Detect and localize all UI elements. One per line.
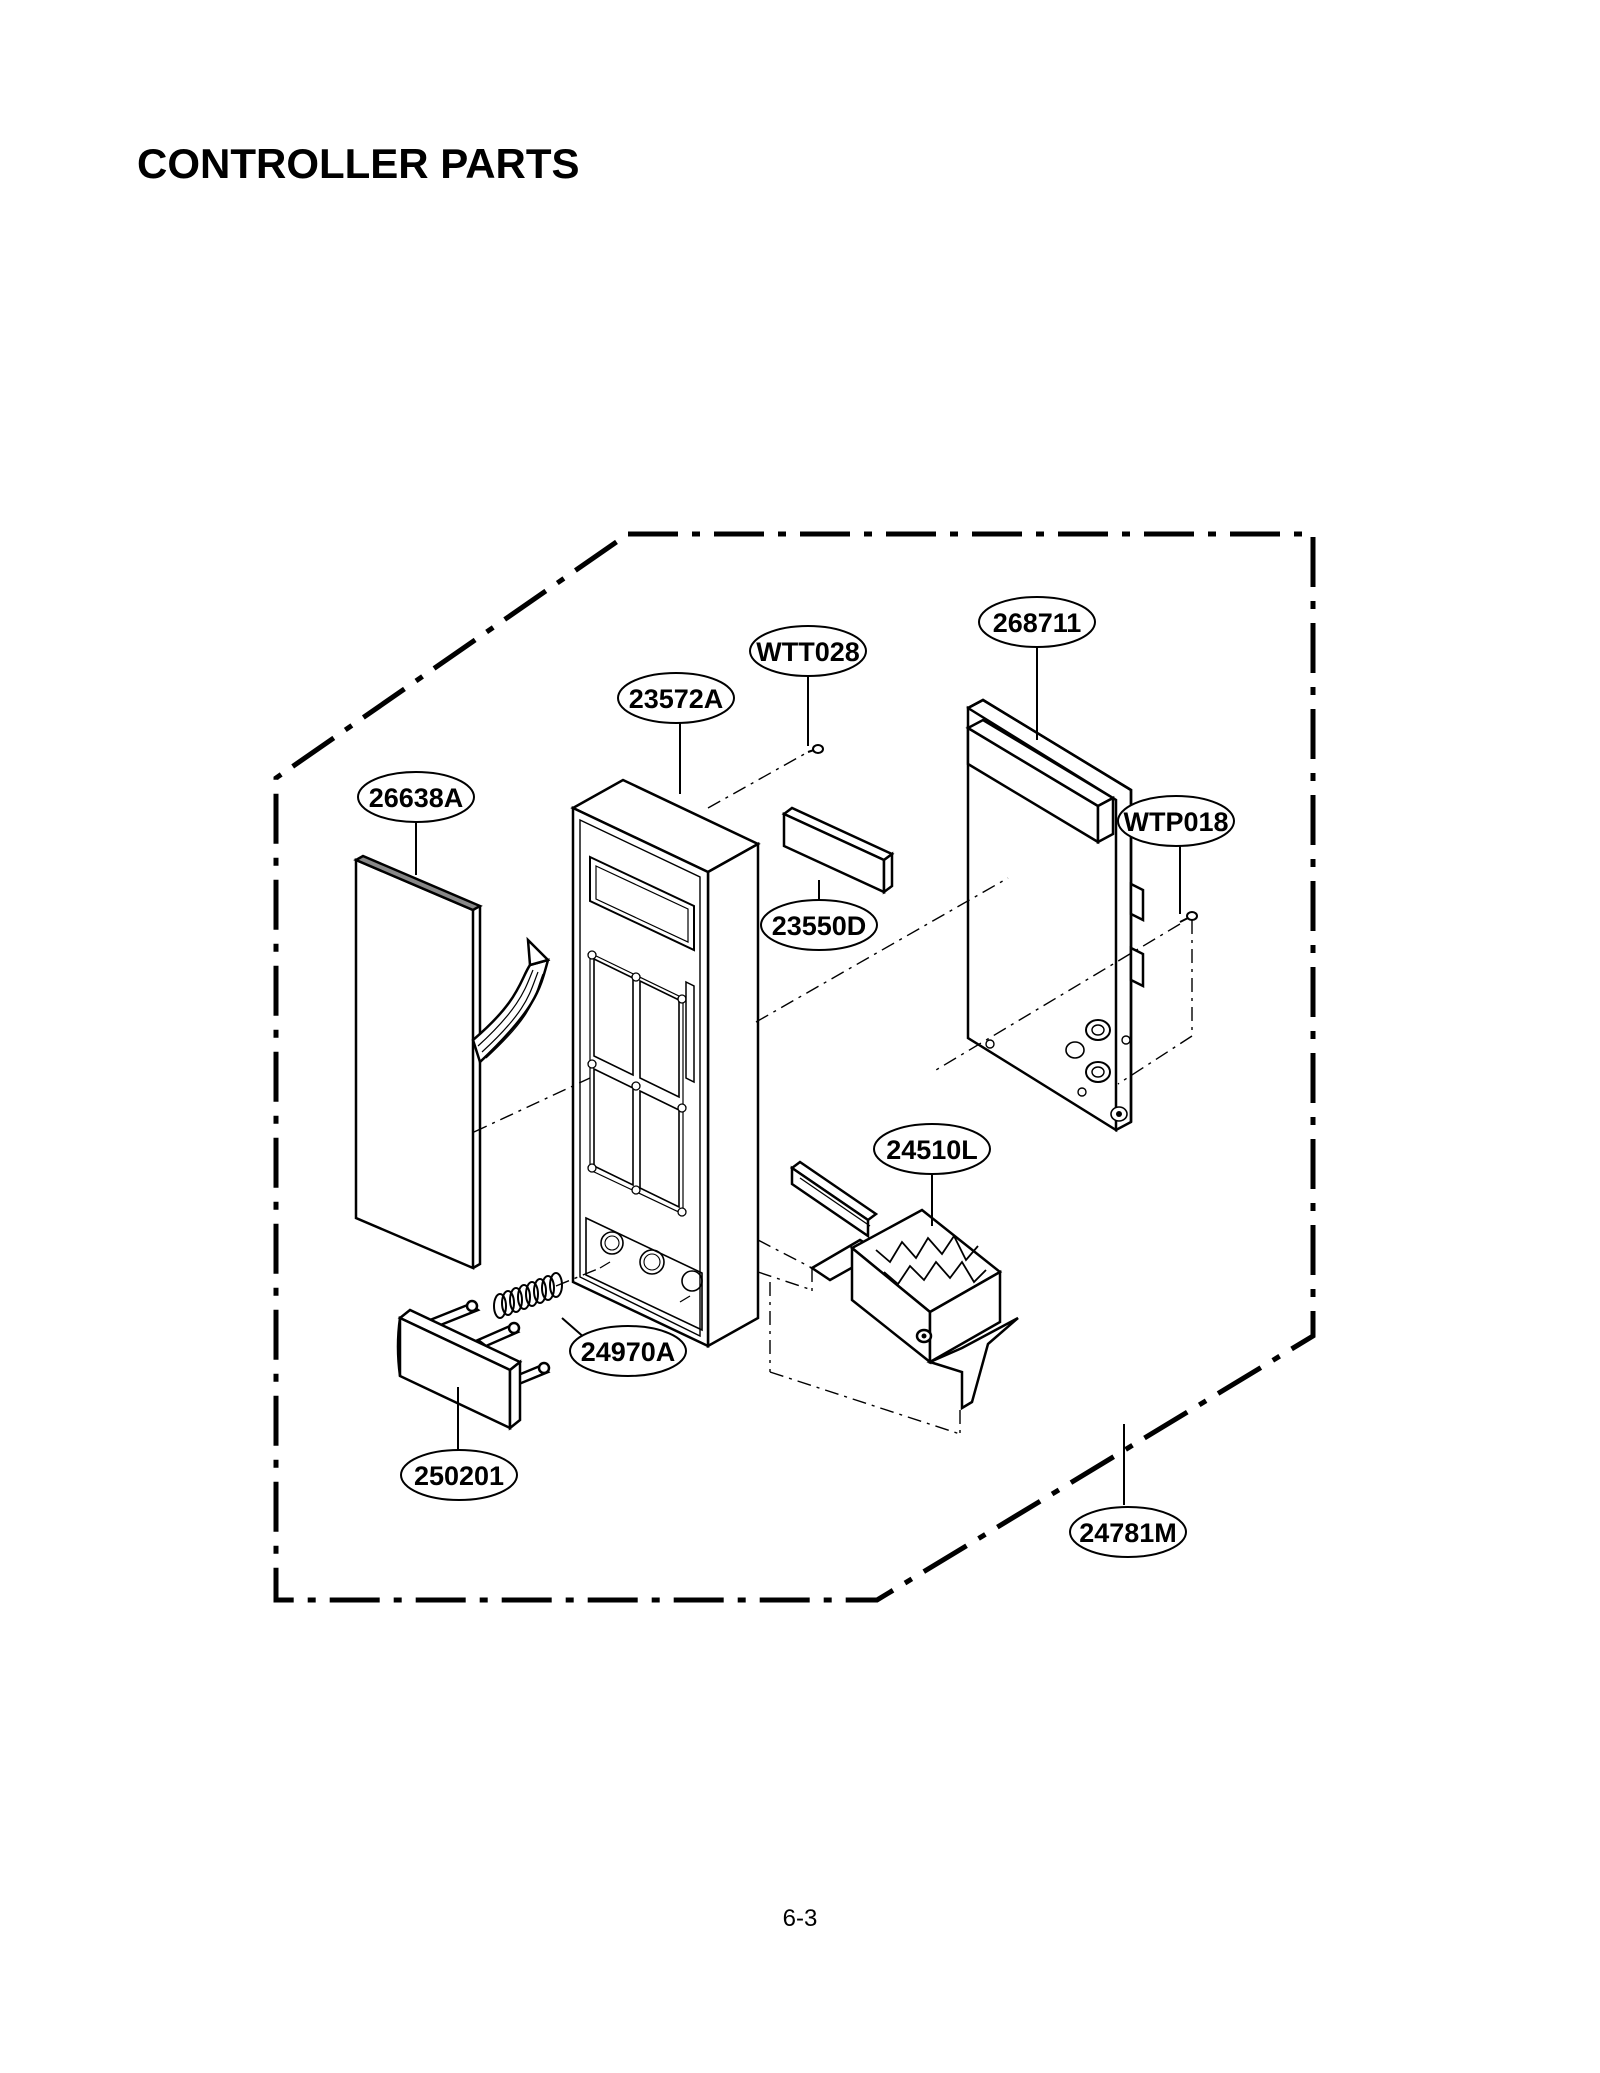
control-panel-body-part xyxy=(570,778,761,1349)
callout-26638a: 26638A xyxy=(357,771,475,823)
callout-23572a: 23572A xyxy=(617,672,735,724)
svg-text:24510L: 24510L xyxy=(886,1135,978,1165)
callout-24781m: 24781M xyxy=(1069,1506,1187,1558)
svg-text:23550D: 23550D xyxy=(772,911,867,941)
push-button-part xyxy=(396,1299,551,1431)
pcb-board-part xyxy=(965,698,1145,1133)
svg-text:268711: 268711 xyxy=(993,608,1082,638)
callout-24970a: 24970A xyxy=(569,1325,687,1377)
callout-24510l: 24510L xyxy=(873,1123,991,1175)
callout-268711: 268711 xyxy=(978,596,1096,648)
svg-text:250201: 250201 xyxy=(414,1461,504,1491)
callout-23550d: 23550D xyxy=(760,899,878,951)
page-title: CONTROLLER PARTS xyxy=(137,140,580,187)
assembly-boundary xyxy=(273,531,1316,1603)
svg-text:WTP018: WTP018 xyxy=(1123,807,1228,837)
svg-text:26638A: 26638A xyxy=(369,783,464,813)
door-lever-part xyxy=(789,1160,1019,1411)
screw-wtp018-part xyxy=(1179,911,1198,923)
spring-part xyxy=(493,1272,563,1319)
screw-wtt028-part xyxy=(807,744,824,754)
svg-text:24970A: 24970A xyxy=(581,1337,676,1367)
svg-text:24781M: 24781M xyxy=(1079,1518,1177,1548)
callout-250201: 250201 xyxy=(400,1449,518,1501)
callout-wtp018: WTP018 xyxy=(1117,795,1235,847)
membrane-sheet-part xyxy=(353,854,551,1270)
callout-wtt028: WTT028 xyxy=(749,625,867,677)
svg-text:23572A: 23572A xyxy=(629,684,724,714)
alignment-lines xyxy=(473,751,1193,1435)
window-sheet-part xyxy=(781,806,895,895)
page-number: 6-3 xyxy=(782,1905,818,1932)
svg-text:WTT028: WTT028 xyxy=(756,637,860,667)
